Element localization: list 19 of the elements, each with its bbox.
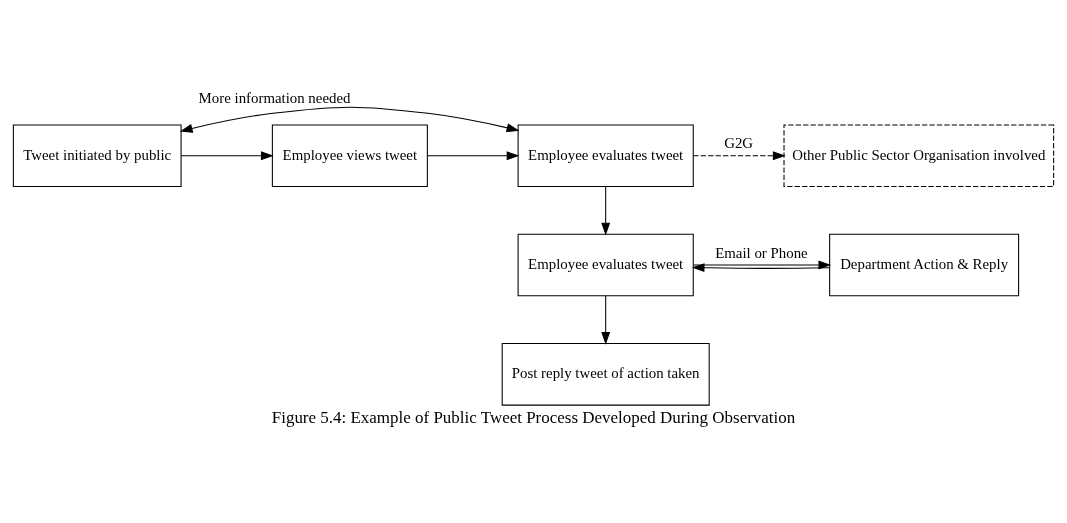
node-box: Employee views tweet xyxy=(271,123,428,187)
edge-label: More information needed xyxy=(198,89,351,106)
arrow xyxy=(427,150,520,160)
arrow xyxy=(179,106,520,133)
node-box: Department Action & Reply xyxy=(829,233,1020,296)
edge-label: Email or Phone xyxy=(715,244,808,261)
node-box: Employee evaluates tweet xyxy=(517,123,694,187)
caption: Figure 5.4: Example of Public Tweet Process Developed During Observation xyxy=(271,407,796,427)
node-box: Other Public Sector Organisation involved xyxy=(783,123,1055,187)
arrow xyxy=(180,150,274,160)
arrow xyxy=(601,185,611,235)
arrow xyxy=(691,262,830,272)
arrow xyxy=(601,294,611,345)
arrow xyxy=(692,150,786,160)
edge-label: G2G xyxy=(724,134,754,151)
arrow xyxy=(693,260,832,269)
node-box: Employee evaluates tweet xyxy=(517,233,694,296)
node-box: Post reply tweet of action taken xyxy=(501,342,710,406)
node-box: Tweet initiated by public xyxy=(12,123,182,187)
